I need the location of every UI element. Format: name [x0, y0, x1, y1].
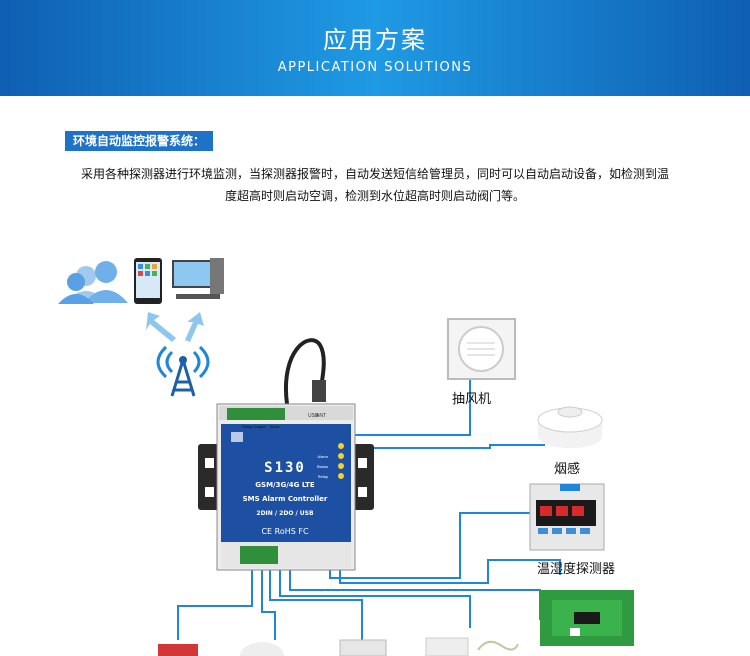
- device-network: GSM/3G/4G LTE: [255, 481, 315, 489]
- terminal-block-bottom: [240, 546, 278, 564]
- din-module-icon: [540, 590, 634, 646]
- users-icon: [58, 261, 128, 304]
- terminal-siren-label: Siren: [270, 424, 279, 429]
- temp-humidity-detector-icon: [530, 484, 604, 550]
- led-relay-label: Relay: [318, 474, 328, 479]
- signal-tower-icon: [158, 347, 208, 396]
- sensor-cable-icon: [478, 642, 518, 650]
- sensor-dome-icon: [240, 642, 284, 656]
- communication-arrows: [146, 312, 204, 342]
- terminal-relay-label: Relay Output: [242, 424, 266, 429]
- smartphone-icon: [134, 258, 162, 304]
- smoke-label: 烟感: [554, 458, 580, 477]
- water-sensor-icon: [426, 638, 468, 656]
- led-alarm-label: Alarm: [318, 454, 329, 459]
- fan-label: 抽风机: [452, 388, 491, 407]
- door-sensor-icon: [340, 640, 386, 656]
- device-model: S130: [264, 460, 306, 476]
- siren-icon: [158, 644, 198, 656]
- antenna-connector: [312, 380, 326, 402]
- temp-humidity-label: 温湿度探测器: [537, 558, 615, 577]
- device-certification: CE RoHS FC: [261, 527, 309, 536]
- led-status-label: Status: [317, 464, 328, 469]
- device-product-name: SMS Alarm Controller: [243, 495, 328, 503]
- smoke-detector-icon: [538, 407, 602, 448]
- device-io: 2DIN / 2DO / USB: [256, 510, 314, 517]
- computer-icon: [172, 258, 224, 299]
- exhaust-fan-icon: [448, 319, 515, 379]
- terminal-block-top: [227, 408, 285, 420]
- port-ant-label: ANT: [316, 413, 326, 419]
